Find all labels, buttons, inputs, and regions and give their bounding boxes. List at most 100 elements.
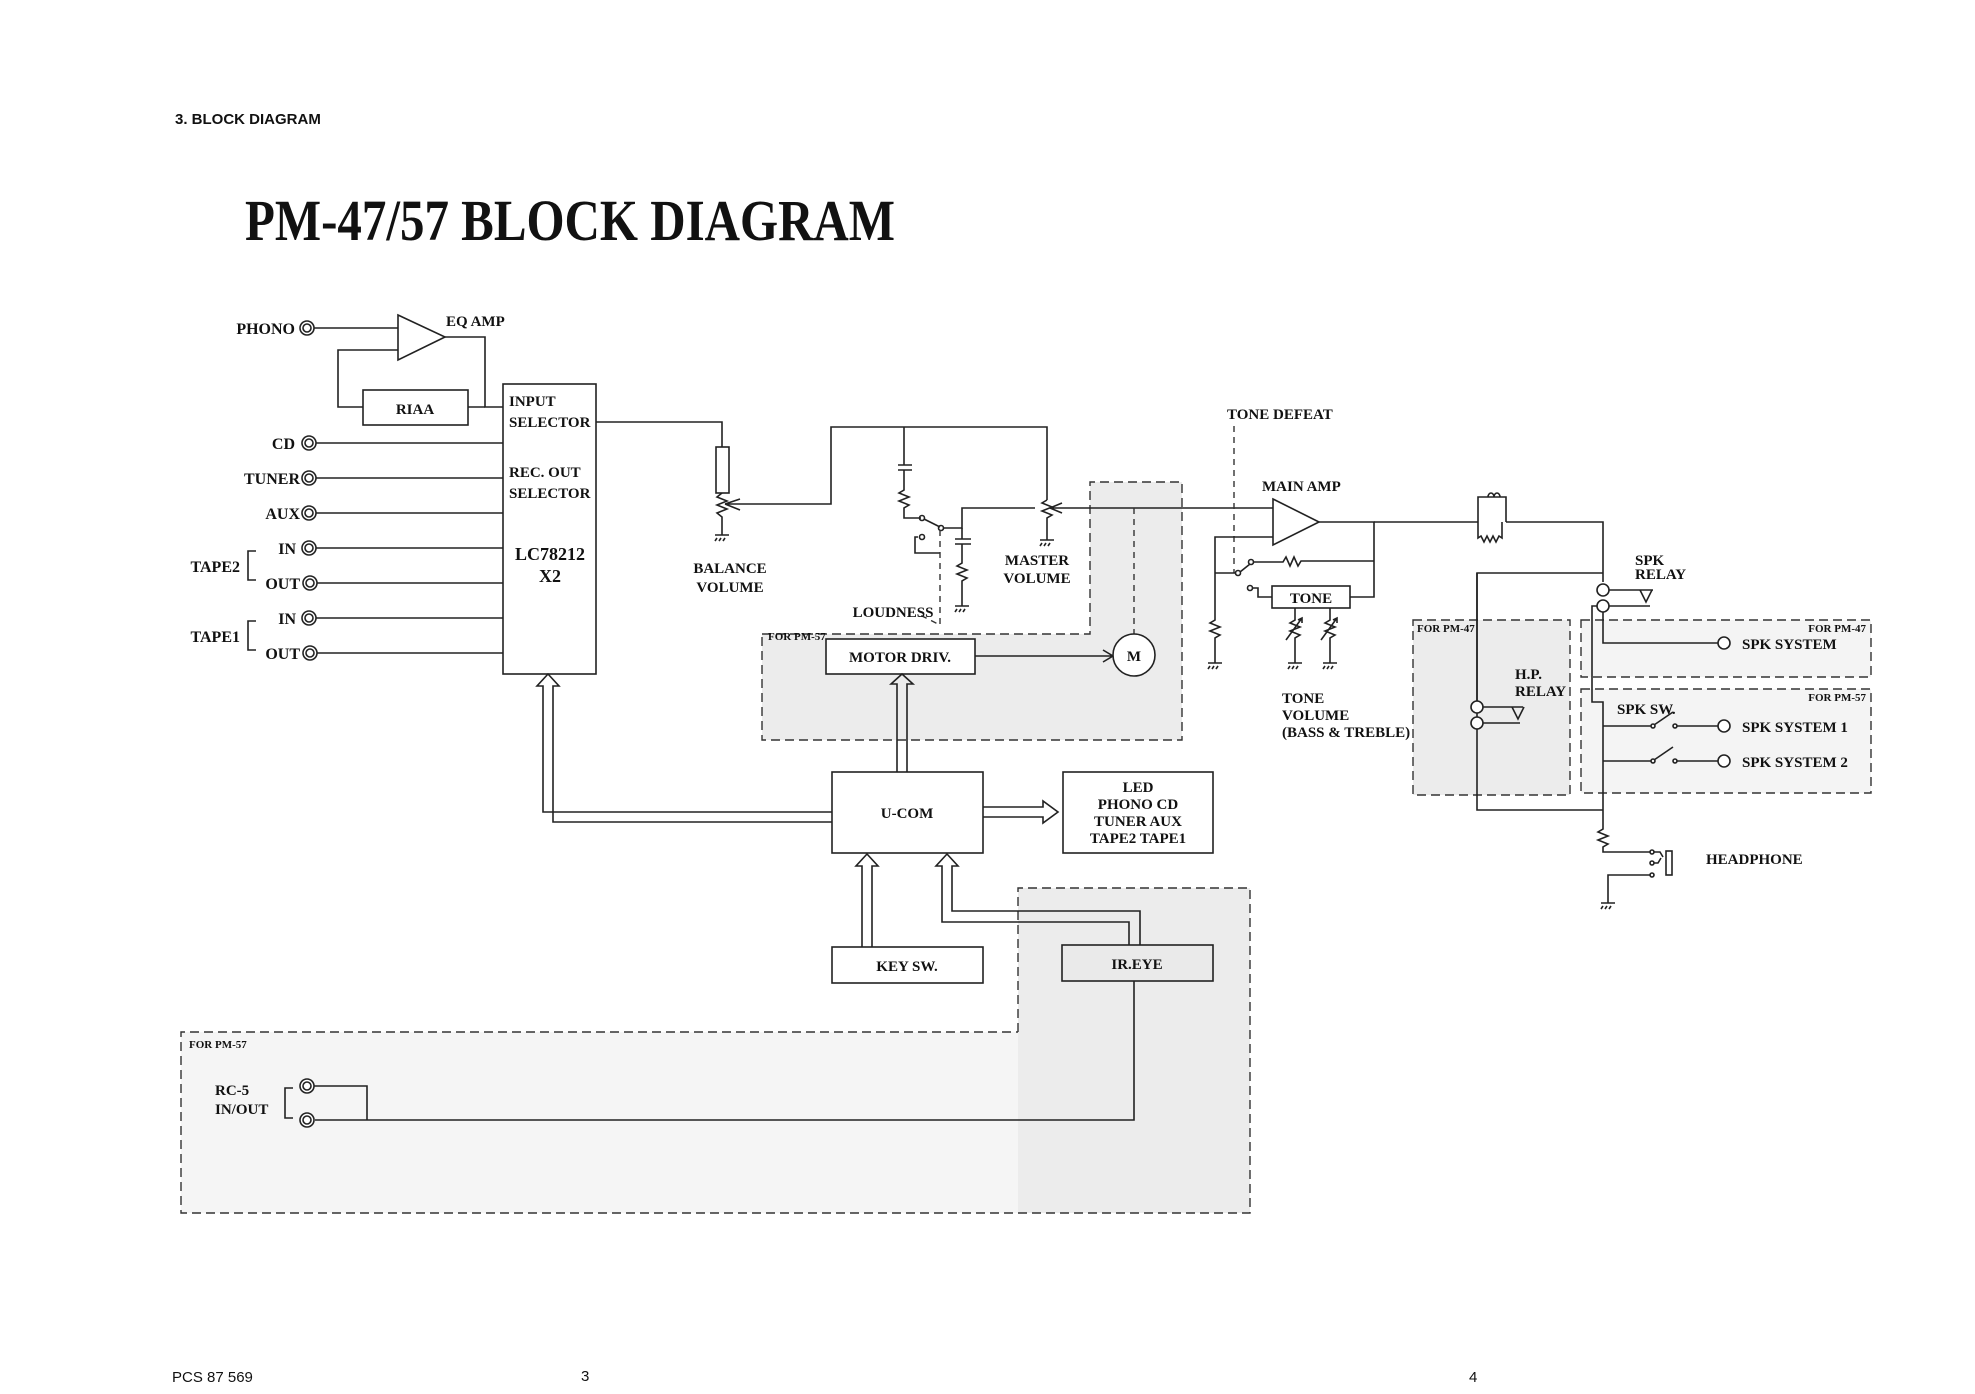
footer-doc-code: PCS 87 569 xyxy=(172,1369,253,1386)
headphone-label: HEADPHONE xyxy=(1706,852,1803,868)
led-line1: LED xyxy=(1123,780,1154,796)
motor-region-label: FOR PM-57 xyxy=(768,631,826,643)
hp-relay-line2: RELAY xyxy=(1515,684,1566,700)
ucom-to-selector-bus-icon xyxy=(535,672,832,823)
footer-page-right: 4 xyxy=(1469,1369,1477,1386)
master-label-2: VOLUME xyxy=(1003,571,1070,587)
main-amp-triangle-icon xyxy=(1272,497,1321,547)
headphone-jack-icon xyxy=(1595,822,1673,910)
cd-jack-inner-icon xyxy=(304,438,314,448)
tape2-out-jack-inner-icon xyxy=(305,578,315,588)
rc5-wire xyxy=(314,981,1135,1121)
ir-eye-label: IR.EYE xyxy=(1111,957,1162,973)
cd-label: CD xyxy=(272,436,295,453)
hp-region-label: FOR PM-47 xyxy=(1417,623,1475,635)
page-title: PM-47/57 BLOCK DIAGRAM xyxy=(245,188,895,253)
output-coil-icon xyxy=(1477,492,1604,582)
ucom-to-led-bus-icon xyxy=(983,799,1060,825)
tape2-bracket xyxy=(247,550,256,581)
motor-icon xyxy=(1112,633,1156,677)
spk-system1-jack-icon xyxy=(1717,719,1731,733)
tape1-in-label: IN xyxy=(278,611,296,628)
hp-relay-line1: H.P. xyxy=(1515,667,1542,683)
remote-region-shade xyxy=(181,888,1250,1213)
spk57-region-label: FOR PM-57 xyxy=(1808,692,1866,704)
selector-line2: SELECTOR xyxy=(509,415,591,431)
remote-region-label: FOR PM-57 xyxy=(189,1039,247,1051)
tuner-jack-inner-icon xyxy=(304,473,314,483)
phono-jack-inner-icon xyxy=(302,323,312,333)
spk-sw-switches-icon xyxy=(1603,711,1718,764)
balance-pot-icon xyxy=(714,492,730,535)
motor-label: M xyxy=(1127,649,1141,665)
spk47-region-border xyxy=(1580,619,1872,678)
ireye-to-ucom-bus-icon xyxy=(934,852,1141,945)
balance-wiper-wire xyxy=(724,426,1048,511)
selector-output-wire xyxy=(596,421,723,447)
rc5-label-2: IN/OUT xyxy=(215,1102,268,1118)
tone-block xyxy=(1271,585,1351,609)
key-sw-block xyxy=(831,946,984,984)
input-selector-block xyxy=(502,383,597,675)
selector-qty: X2 xyxy=(539,566,561,586)
keysw-to-ucom-bus-icon xyxy=(854,852,880,947)
main-amp-label: MAIN AMP xyxy=(1262,479,1341,495)
hp-relay-contact-1-icon xyxy=(1470,700,1484,714)
hp-region-border xyxy=(1412,619,1571,796)
spk-system-label: SPK SYSTEM xyxy=(1742,637,1837,653)
selector-line4: SELECTOR xyxy=(509,486,591,502)
led-line4: TAPE2 TAPE1 xyxy=(1090,831,1186,847)
tape1-out-label: OUT xyxy=(265,646,300,663)
spk-system2-jack-icon xyxy=(1717,754,1731,768)
tape2-in-jack-inner-icon xyxy=(304,543,314,553)
loudness-network xyxy=(896,427,1035,613)
spk57-region-shade xyxy=(1581,689,1871,793)
tuner-label: TUNER xyxy=(244,471,300,488)
spk-system-wire xyxy=(1602,612,1718,644)
rc5-label-1: RC-5 xyxy=(215,1083,249,1099)
rc5-bracket xyxy=(284,1087,293,1119)
eq-amp-triangle-icon xyxy=(397,313,447,362)
motor-region-shade xyxy=(762,482,1182,740)
remote-region-border xyxy=(180,887,1251,1214)
tape1-group-label: TAPE1 xyxy=(191,629,240,646)
spk-relay-line2: RELAY xyxy=(1635,567,1686,583)
spk-system1-label: SPK SYSTEM 1 xyxy=(1742,720,1848,736)
tone-feedback-network xyxy=(1207,521,1478,670)
spk-relay-line1: SPK xyxy=(1635,553,1665,569)
rc5-jack-1-inner-icon xyxy=(302,1081,312,1091)
footer-page-left: 3 xyxy=(581,1368,589,1385)
aux-jack-inner-icon xyxy=(304,508,314,518)
rc5-jack-2-inner-icon xyxy=(302,1115,312,1125)
riaa-feedback-wire xyxy=(337,349,398,408)
selector-line1: INPUT xyxy=(509,394,556,410)
balance-label-2: VOLUME xyxy=(696,580,763,596)
master-pot-icon xyxy=(1039,499,1055,540)
led-block xyxy=(1062,771,1214,854)
spk-relay-contact-2-icon xyxy=(1596,599,1610,613)
tape1-out-jack-inner-icon xyxy=(305,648,315,658)
tape1-bracket xyxy=(247,620,256,651)
motor-driv-label: MOTOR DRIV. xyxy=(849,650,951,666)
tone-pots-icon xyxy=(1285,608,1338,670)
key-sw-label: KEY SW. xyxy=(876,959,938,975)
motor-region-border xyxy=(761,481,1183,741)
input-wires xyxy=(314,327,503,654)
riaa-label: RIAA xyxy=(396,402,435,418)
tape1-in-jack-inner-icon xyxy=(304,613,314,623)
spk57-region-border xyxy=(1580,688,1872,794)
tone-label: TONE xyxy=(1290,591,1332,607)
spk-system-jack-icon xyxy=(1717,636,1731,650)
tone-defeat-label: TONE DEFEAT xyxy=(1227,407,1333,423)
tape2-group-label: TAPE2 xyxy=(191,559,240,576)
led-line2: PHONO CD xyxy=(1098,797,1179,813)
ir-eye-block xyxy=(1061,944,1214,982)
ucom-to-motor-bus-icon xyxy=(888,672,916,772)
spk-sw-label: SPK SW. xyxy=(1617,702,1676,718)
selector-line3: REC. OUT xyxy=(509,465,581,481)
spk-relay-coil-icon xyxy=(1609,589,1653,607)
balance-resistor-icon xyxy=(715,446,730,494)
eq-amp-output-wire xyxy=(445,336,503,408)
hp-relay-contact-2-icon xyxy=(1470,716,1484,730)
